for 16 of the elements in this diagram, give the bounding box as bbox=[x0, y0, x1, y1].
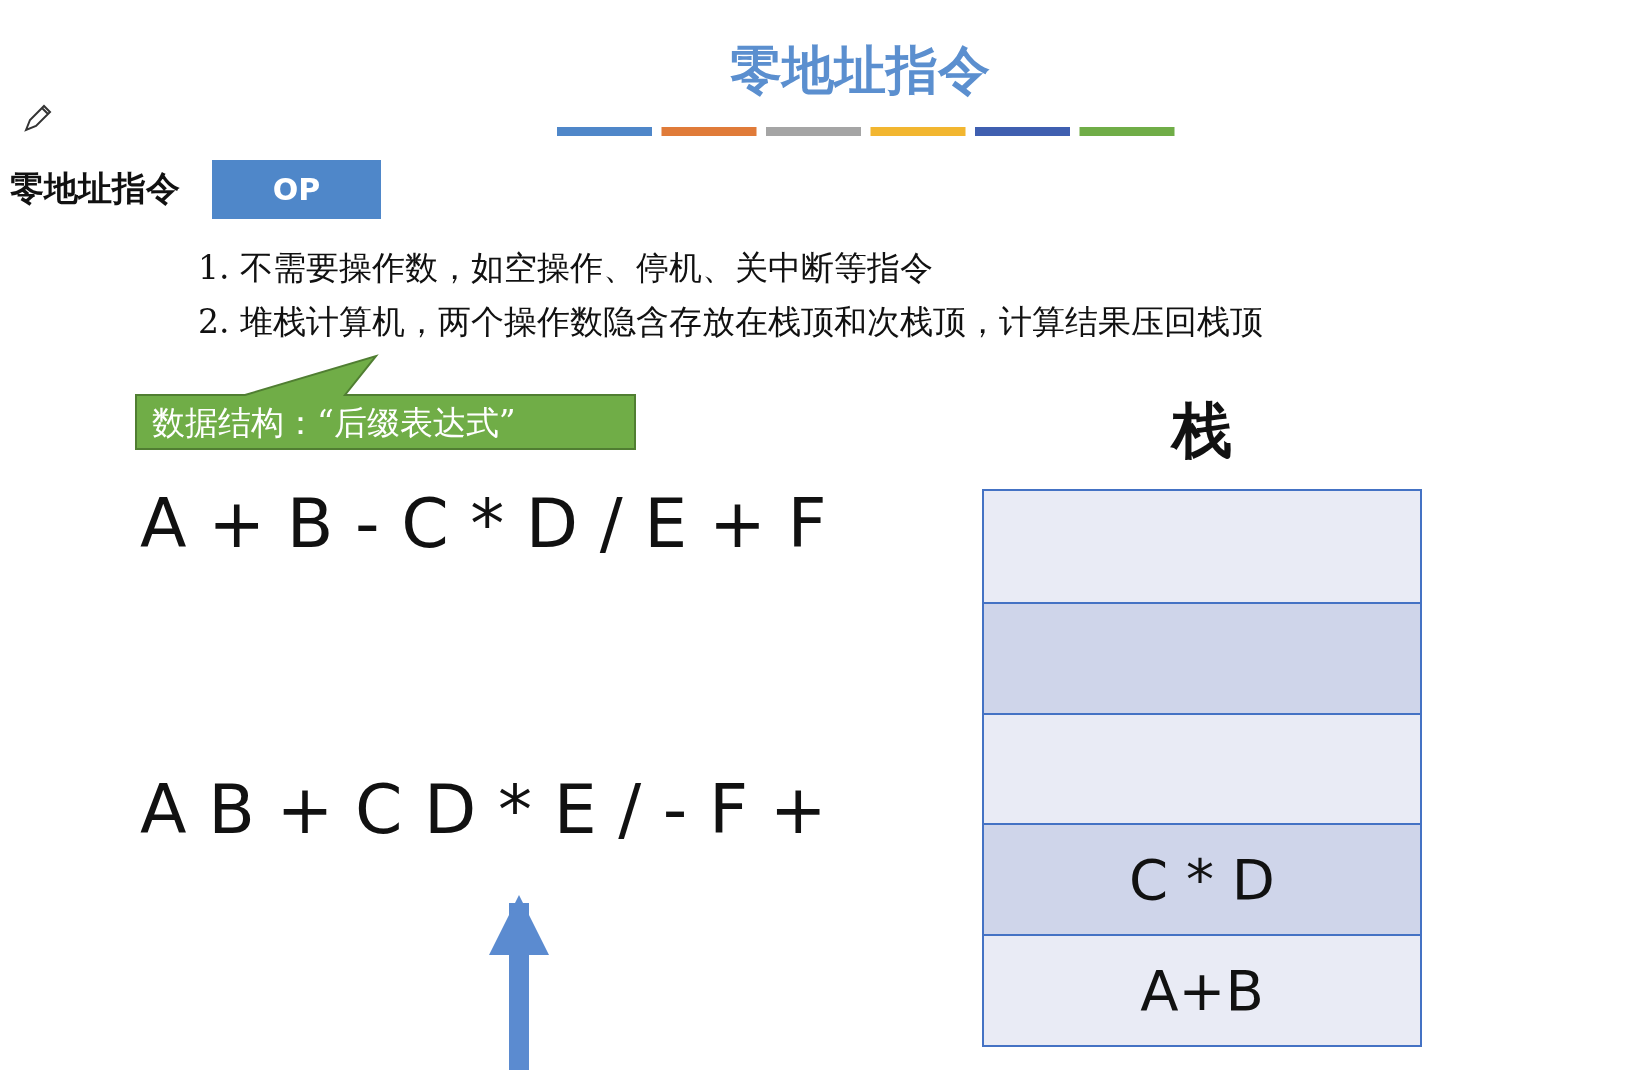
row-label: 零地址指令 bbox=[10, 167, 180, 210]
postfix-expression: A B + C D * E / - F + bbox=[140, 770, 827, 849]
empty-stack-cell bbox=[984, 491, 1420, 602]
stack-cell: A+B bbox=[984, 934, 1420, 1045]
arrow bbox=[489, 895, 549, 1070]
title: 零地址指令 bbox=[729, 39, 991, 102]
stack-heading: 栈 bbox=[1169, 394, 1233, 467]
empty-stack-cell bbox=[984, 712, 1420, 824]
empty-stack-cell bbox=[984, 601, 1420, 713]
infix-expression: A + B - C * D / E + F bbox=[140, 484, 827, 563]
list-item: 2. 堆栈计算机，两个操作数隐含存放在栈顶和次栈顶，计算结果压回栈顶 bbox=[198, 301, 1263, 343]
list-item: 1. 不需要操作数，如空操作、停机、关中断等指令 bbox=[198, 247, 933, 289]
stack-cell: C * D bbox=[984, 823, 1420, 935]
callout-box bbox=[134, 354, 637, 451]
callout-text: 数据结构：“后缀表达式” bbox=[152, 402, 516, 444]
opcode-field: OP bbox=[212, 160, 381, 219]
